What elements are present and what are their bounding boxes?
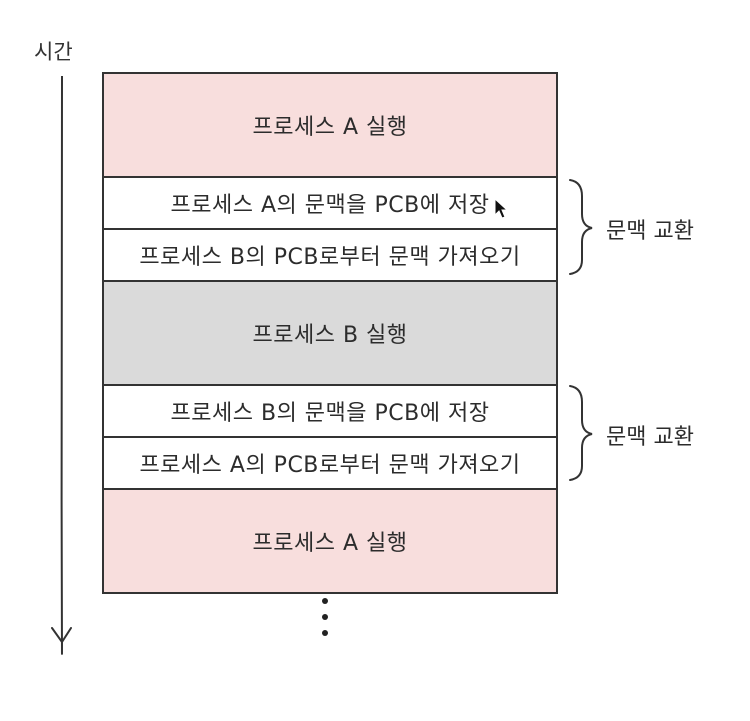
load-context-b-block: 프로세스 B의 PCB로부터 문맥 가져오기 [104,230,556,282]
mouse-cursor-icon [494,198,509,219]
load-context-a-block: 프로세스 A의 PCB로부터 문맥 가져오기 [104,438,556,490]
block-label: 프로세스 A의 PCB로부터 문맥 가져오기 [139,453,521,478]
block-label: 프로세스 A 실행 [252,531,408,556]
save-context-a-block: 프로세스 A의 문맥을 PCB에 저장 [104,178,556,230]
context-switch-label: 문맥 교환 [606,425,694,450]
save-context-b-block: 프로세스 B의 문맥을 PCB에 저장 [104,386,556,438]
time-axis-label: 시간 [34,40,73,64]
process-b-run-block: 프로세스 B 실행 [104,282,556,386]
continuation-ellipsis [318,598,332,646]
process-a-run-block: 프로세스 A 실행 [104,74,556,178]
block-label: 프로세스 B 실행 [252,323,408,348]
time-axis-arrow [51,75,72,655]
context-switch-label: 문맥 교환 [606,219,694,244]
block-label: 프로세스 B의 문맥을 PCB에 저장 [170,401,490,426]
brace-shape [569,385,593,481]
block-label: 프로세스 A 실행 [252,115,408,140]
process-timeline: 프로세스 A 실행 프로세스 A의 문맥을 PCB에 저장 프로세스 B의 PC… [102,72,558,594]
brace-shape [569,179,593,275]
block-label: 프로세스 A의 문맥을 PCB에 저장 [170,193,490,218]
process-a-run-block: 프로세스 A 실행 [104,490,556,594]
block-label: 프로세스 B의 PCB로부터 문맥 가져오기 [139,245,521,270]
